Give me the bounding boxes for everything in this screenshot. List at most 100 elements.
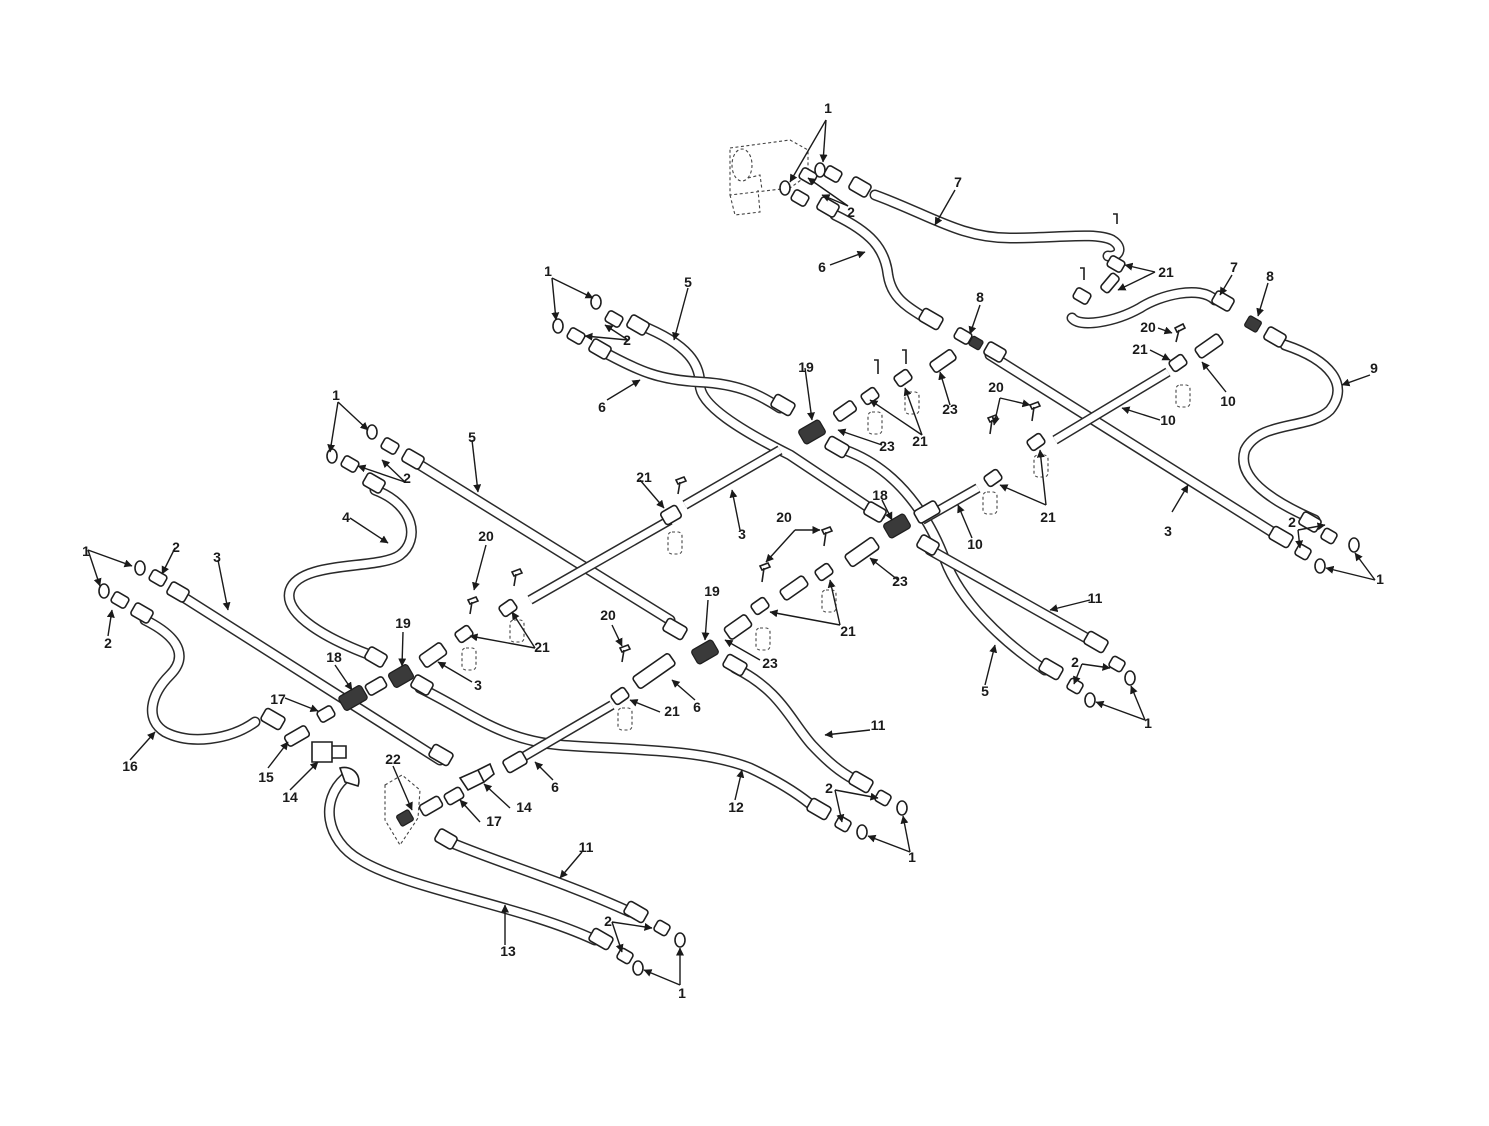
callout-12: 12	[728, 799, 744, 815]
callout-3-right: 3	[1164, 523, 1172, 539]
o-ring-left-a	[366, 424, 378, 440]
callout-2-top: 2	[847, 204, 855, 220]
hose-3-right	[984, 349, 1291, 546]
callout-2-mid-top: 2	[623, 332, 631, 348]
callout-1-mid-lower: 1	[908, 849, 916, 865]
union-3-left-start	[148, 569, 168, 587]
callout-5-left: 5	[468, 429, 476, 445]
fitting-4-end	[364, 646, 388, 668]
tube-3-center	[527, 445, 783, 605]
bolt-20-lower-a	[758, 561, 772, 583]
phantom-clamp-f	[667, 531, 683, 555]
callout-1-bottom: 1	[678, 985, 686, 1001]
bolt-20-left-b	[510, 567, 524, 587]
spacer-21-top	[1100, 272, 1120, 294]
callout-2-right-lower: 2	[1071, 654, 1079, 670]
adapter-15	[283, 725, 311, 747]
hose-4	[283, 484, 417, 661]
hose-7-upper	[869, 189, 1125, 262]
callout-5-mid: 5	[684, 274, 692, 290]
fitting-3-left-end	[428, 743, 454, 767]
phantom-clamp-a	[904, 391, 920, 415]
union-5-mid-start	[604, 310, 624, 328]
phantom-bracket-22	[384, 774, 421, 847]
phantom-clamp-b	[867, 411, 883, 435]
fitting-11-right-end	[1083, 630, 1109, 654]
hose-6-mid	[594, 344, 786, 414]
callout-1-right: 1	[1376, 571, 1384, 587]
fitting-19-out	[824, 435, 850, 459]
clamp-21-left	[454, 624, 474, 644]
fitting-top-e	[816, 196, 840, 218]
union-11-bottom-end	[653, 919, 671, 937]
phantom-valve-block	[729, 139, 809, 216]
bolt-20-right-mid-b	[1028, 400, 1042, 422]
callout-7-right: 7	[1230, 259, 1238, 275]
hose-6-top	[829, 209, 931, 324]
callout-20-right: 20	[1140, 319, 1156, 335]
callout-10-right-mid: 10	[1160, 412, 1176, 428]
clamp-21-left-b	[498, 598, 518, 618]
callout-21-left: 21	[534, 639, 550, 655]
callout-23-mid-right: 23	[892, 573, 908, 589]
callout-8-right: 8	[1266, 268, 1274, 284]
adapter-10-right	[1194, 333, 1224, 359]
bolt-20-top-mid	[902, 349, 907, 364]
clamp-21-top-b	[1072, 287, 1092, 305]
cross-19-left	[387, 664, 415, 688]
clamp-21-top	[1106, 255, 1126, 273]
fitting-5-mid-end	[770, 393, 796, 417]
o-ring-left-b	[326, 448, 338, 464]
union-16-start	[110, 591, 130, 609]
fitting-11-right-start	[916, 534, 940, 556]
bolt-20-right-mid-a	[986, 413, 1000, 435]
callout-11-right: 11	[1088, 590, 1103, 606]
callout-21-lower-left: 21	[664, 703, 680, 719]
callout-2-bottom: 2	[604, 913, 612, 929]
fitting-3-right-end	[1268, 525, 1294, 549]
callout-3-center: 3	[738, 526, 746, 542]
fitting-6-lower-end	[502, 750, 528, 774]
union-13-end	[616, 947, 634, 965]
fitting-9-top	[1263, 326, 1287, 348]
callout-23-top: 23	[942, 401, 958, 417]
o-ring-bottom-b	[632, 960, 644, 976]
nipple-17-left	[316, 705, 336, 723]
callout-19-top: 19	[798, 359, 814, 375]
clamp-21-lower-b	[814, 562, 834, 582]
clamp-21-right	[1168, 353, 1188, 373]
callout-14-mid: 14	[516, 799, 532, 815]
fitting-top-c	[848, 176, 872, 198]
fitting-8-b	[953, 327, 973, 345]
adapter-23-mid-right	[844, 536, 880, 568]
callout-19-left: 19	[395, 615, 411, 631]
o-ring-far-left-a	[134, 560, 146, 576]
phantom-parts	[384, 139, 1191, 847]
callout-1-far-left: 1	[82, 543, 90, 559]
hoses	[139, 189, 1344, 946]
fitting-16-end	[260, 707, 286, 731]
tee-22	[396, 809, 414, 827]
fitting-3-left-start	[166, 581, 190, 603]
fitting-18-in	[863, 501, 887, 523]
callout-6-top: 6	[818, 259, 826, 275]
callout-6-lower-adapter: 6	[693, 699, 701, 715]
phantom-clamp-g	[821, 589, 837, 613]
fitting-11-bottom-end	[623, 900, 649, 924]
callout-2-far-left-lower: 2	[104, 635, 112, 651]
callout-19-lower: 19	[704, 583, 720, 599]
fitting-6-mid-start	[588, 338, 612, 360]
hose-3-left	[174, 589, 446, 766]
callout-14-left: 14	[282, 789, 298, 805]
callout-7-top: 7	[954, 174, 962, 190]
fitting-12-start	[410, 674, 434, 696]
callout-17-left: 17	[270, 691, 286, 707]
phantom-clamp-j	[461, 647, 477, 671]
phantom-clamp-i	[509, 619, 525, 643]
fittings	[98, 162, 1360, 976]
callout-2-far-left-top: 2	[172, 539, 180, 555]
hose-12	[414, 682, 821, 814]
tee-18-right	[883, 513, 911, 539]
callout-8-top: 8	[976, 289, 984, 305]
callout-4: 4	[342, 509, 350, 525]
